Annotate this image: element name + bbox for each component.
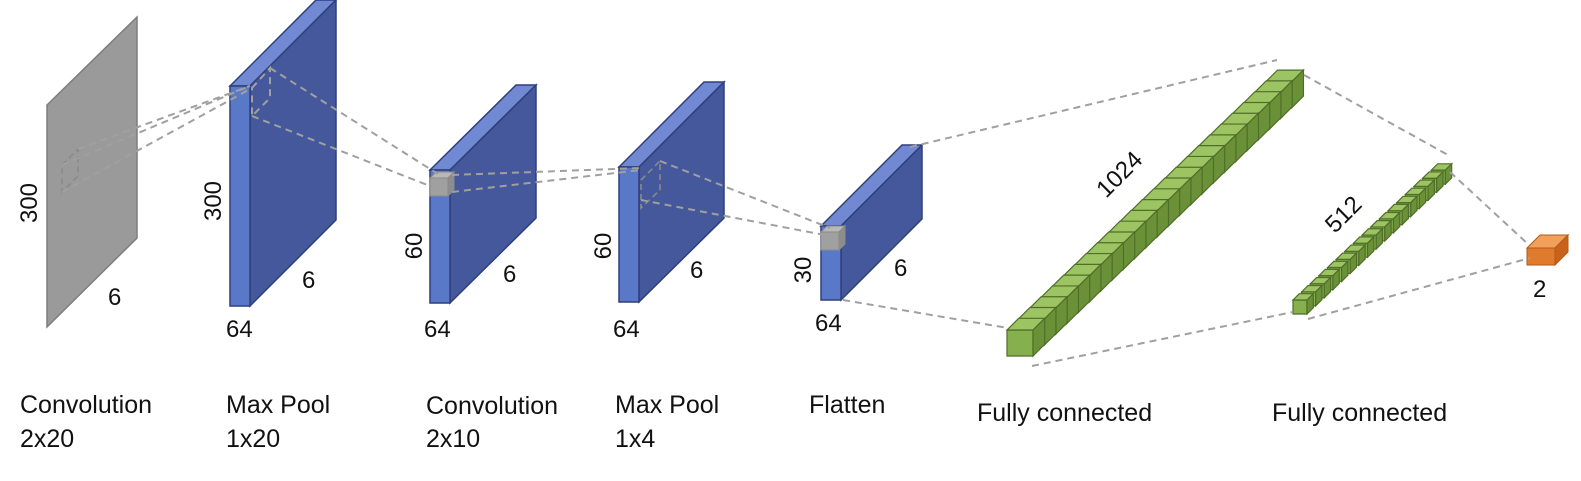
caption-maxpool2-line2: 1x4 <box>615 425 655 453</box>
caption-flatten: Flatten <box>809 391 885 419</box>
flatten-block <box>819 143 924 302</box>
layer-captions: Convolution 2x20 Max Pool 1x20 Convoluti… <box>20 391 1447 453</box>
dense512-size-label: 512 <box>1320 191 1367 238</box>
input-depth-label: 6 <box>108 284 121 311</box>
dense512-cube <box>1291 292 1315 316</box>
caption-maxpool1-line2: 1x20 <box>226 425 280 453</box>
output-size-label: 2 <box>1533 276 1546 303</box>
input-height-label: 300 <box>16 183 43 223</box>
output-cube <box>1525 233 1570 267</box>
maxpool2-receptive-field <box>640 159 661 210</box>
maxpool2-width-label: 64 <box>613 316 640 343</box>
maxpool1-width-label: 64 <box>226 316 253 343</box>
maxpool1-depth-label: 6 <box>302 267 315 294</box>
flatten-width-label: 64 <box>815 310 842 337</box>
conv2-height-label: 60 <box>401 233 428 260</box>
caption-dense512: Fully connected <box>1272 399 1447 427</box>
caption-input-line1: Convolution <box>20 391 152 419</box>
caption-maxpool2-line1: Max Pool <box>615 391 719 419</box>
maxpool2-height-label: 60 <box>590 233 617 260</box>
conv2-kernel-cube <box>428 170 456 198</box>
maxpool1-block <box>228 0 338 308</box>
caption-maxpool1-line1: Max Pool <box>226 391 330 419</box>
flatten-depth-label: 6 <box>894 255 907 282</box>
dense-1024-column <box>1005 68 1305 358</box>
dense-512-column <box>1291 162 1454 316</box>
conv2-depth-label: 6 <box>503 261 516 288</box>
connector-lines <box>61 59 1531 367</box>
flatten-height-label: 30 <box>790 257 817 284</box>
caption-dense1024: Fully connected <box>977 399 1152 427</box>
caption-conv2-line2: 2x10 <box>426 425 480 453</box>
conv2-block <box>428 83 538 305</box>
caption-input-line2: 2x20 <box>20 425 74 453</box>
caption-conv2-line1: Convolution <box>426 392 558 420</box>
maxpool2-depth-label: 6 <box>690 257 703 284</box>
maxpool2-block <box>617 80 726 304</box>
maxpool1-height-label: 300 <box>200 181 227 221</box>
flatten-kernel-cube <box>819 224 847 252</box>
dense1024-cube <box>1005 316 1047 358</box>
dense1024-size-label: 1024 <box>1091 146 1148 203</box>
input-plane <box>46 15 138 329</box>
conv2-width-label: 64 <box>424 316 451 343</box>
